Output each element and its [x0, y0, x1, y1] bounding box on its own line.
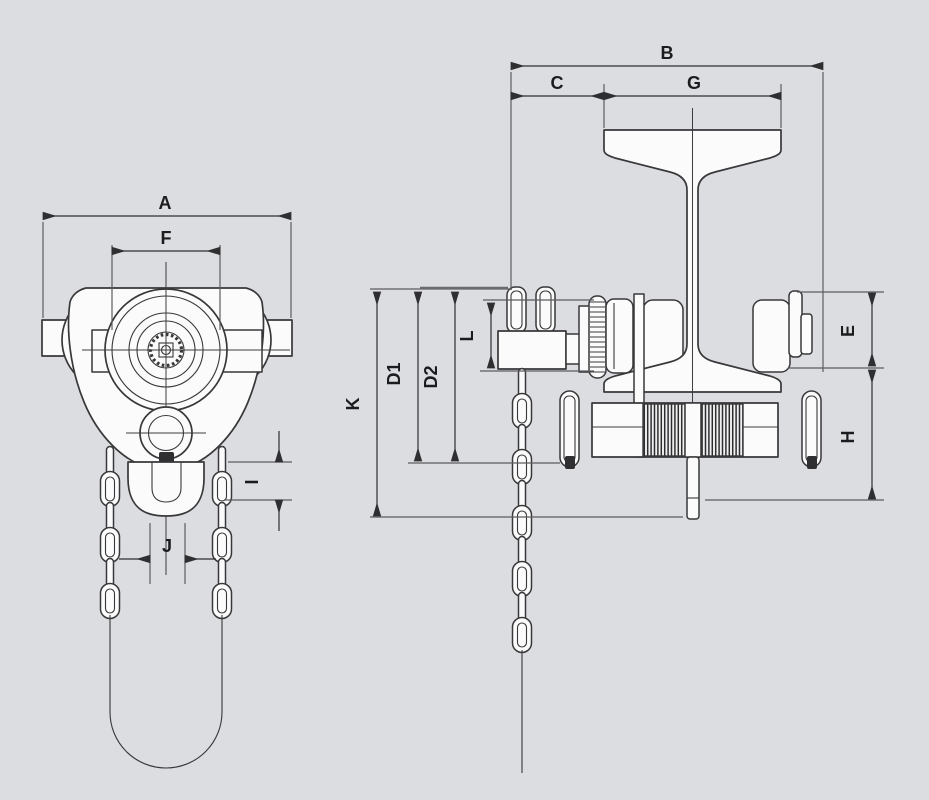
threaded-bar-left — [642, 403, 688, 457]
hand-chain-loop — [109, 615, 223, 769]
dimension-E: E — [788, 291, 884, 369]
center-pin — [686, 456, 700, 520]
hand-chain-left — [99, 445, 121, 620]
chain-guide — [506, 286, 556, 334]
dimension-L: L — [457, 299, 594, 372]
dim-label-J: J — [162, 536, 172, 556]
front-view: A F I J — [41, 193, 293, 769]
dim-label-I: I — [242, 479, 262, 484]
dimension-A: A — [42, 193, 292, 318]
clevis-bell — [127, 461, 205, 517]
dimension-G: G — [603, 73, 782, 128]
dim-label-B: B — [661, 43, 674, 63]
dim-label-K: K — [343, 398, 363, 411]
gear-housing — [497, 330, 567, 370]
hand-wheel-cover — [605, 298, 634, 374]
dim-label-D1: D1 — [384, 362, 404, 385]
suspension-bar — [591, 402, 779, 520]
clevis-bolt — [159, 452, 174, 463]
dimension-H: H — [705, 369, 884, 501]
side-hand-chain — [511, 367, 533, 773]
dimension-C: C — [510, 73, 605, 128]
dim-label-E: E — [838, 325, 858, 337]
right-trolley-wheel — [752, 290, 813, 373]
dimension-F: F — [111, 228, 221, 330]
suspension-eye — [126, 406, 206, 460]
housing-step — [565, 333, 581, 365]
dimension-D2: D2 — [421, 291, 460, 462]
dim-label-F: F — [161, 228, 172, 248]
dimension-J: J — [119, 523, 216, 584]
dim-label-D2: D2 — [421, 365, 441, 388]
wheel-hub — [800, 313, 813, 355]
dim-label-G: G — [687, 73, 701, 93]
wheel-flange — [788, 290, 803, 358]
dim-label-C: C — [551, 73, 564, 93]
left-anti-drop-roller — [559, 390, 580, 469]
hand-chain-wheel-gear — [588, 295, 607, 379]
dimension-B: B — [510, 43, 824, 372]
dimension-I: I — [224, 431, 292, 531]
center-clevis — [684, 402, 702, 458]
dimension-K: K — [343, 291, 382, 517]
right-anti-drop-roller — [801, 390, 822, 469]
dim-label-A: A — [159, 193, 172, 213]
clevis-inner — [151, 462, 182, 503]
threaded-bar-right — [698, 403, 744, 457]
dimension-D1: D1 — [384, 291, 423, 462]
dim-label-L: L — [457, 331, 477, 342]
hand-chain-right — [211, 445, 233, 620]
side-view: B C G K D1 D2 — [343, 43, 884, 773]
dim-label-H: H — [838, 431, 858, 444]
